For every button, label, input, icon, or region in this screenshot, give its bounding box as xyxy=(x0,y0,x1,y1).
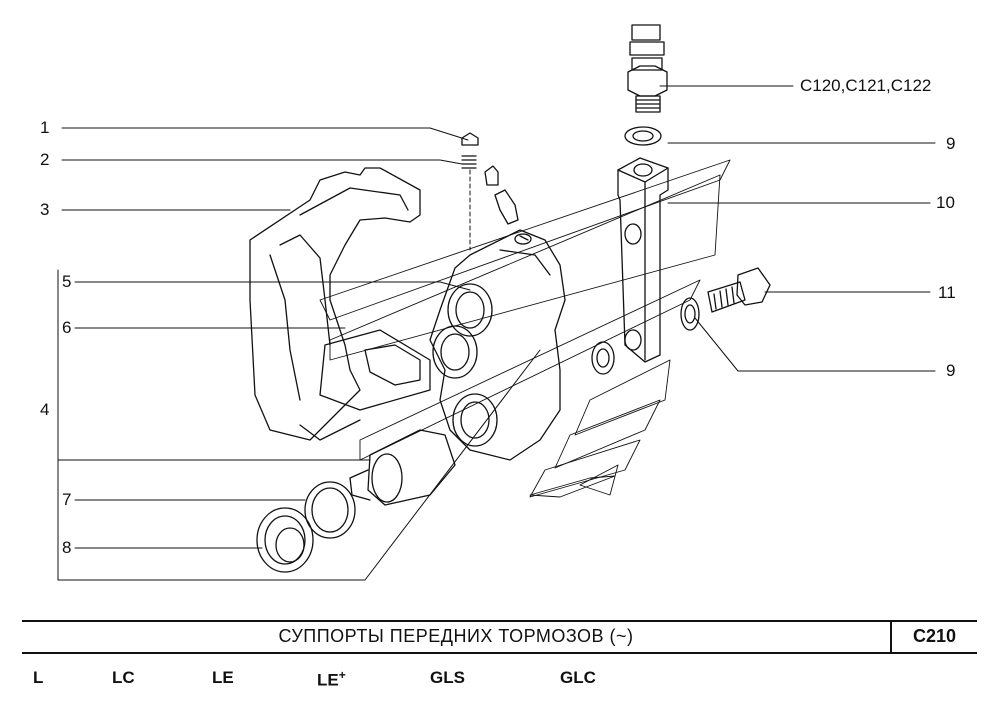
caliper-body xyxy=(429,229,566,461)
leader-lines xyxy=(57,85,936,581)
banjo-bolt xyxy=(707,267,771,313)
callout-8: 8 xyxy=(62,538,72,557)
leader-1 xyxy=(61,127,469,141)
callout-9-top: 9 xyxy=(946,134,956,153)
trim-level-le: LE xyxy=(212,668,234,687)
brake-caliper-exploded-diagram xyxy=(57,24,936,581)
callout-9-bottom: 9 xyxy=(946,361,956,380)
callout-reference: C120,C121,C122 xyxy=(800,76,932,95)
callout-3: 3 xyxy=(40,200,50,219)
callout-5: 5 xyxy=(62,272,72,291)
callout-10: 10 xyxy=(936,193,955,212)
page-title: СУППОРТЫ ПЕРЕДНИХ ТОРМОЗОВ (~) xyxy=(278,626,634,646)
seal-ring-7 xyxy=(304,481,356,539)
bracket-4 xyxy=(57,269,541,581)
title-divider xyxy=(890,622,892,652)
dust-boot-8 xyxy=(256,507,314,573)
hose-fitting xyxy=(627,24,668,113)
hose-bracket xyxy=(617,157,669,363)
leader-9-bottom xyxy=(694,317,936,372)
callout-7: 7 xyxy=(62,490,72,509)
title-block: СУППОРТЫ ПЕРЕДНИХ ТОРМОЗОВ (~) C210 xyxy=(22,620,977,654)
callout-1: 1 xyxy=(40,118,50,137)
trim-level-gls: GLS xyxy=(430,668,465,687)
callout-11: 11 xyxy=(938,283,956,302)
bleed-screw xyxy=(461,132,519,225)
washer-bottom-2 xyxy=(591,341,615,375)
callout-2: 2 xyxy=(40,150,50,169)
trim-level-lc: LC xyxy=(112,668,135,687)
guide-hatching xyxy=(319,159,731,498)
leader-2 xyxy=(61,159,463,165)
catalog-code: C210 xyxy=(912,626,957,646)
callout-4: 4 xyxy=(40,400,50,419)
leader-5 xyxy=(74,281,471,291)
washer-top xyxy=(624,126,662,146)
piston xyxy=(349,429,456,506)
trim-level-le-plus: LE+ xyxy=(317,668,346,690)
callout-6: 6 xyxy=(62,318,72,337)
trim-level-glc: GLC xyxy=(560,668,596,687)
caliper-bracket xyxy=(249,167,431,441)
trim-level-l: L xyxy=(33,668,44,687)
washer-bottom-1 xyxy=(680,297,700,331)
